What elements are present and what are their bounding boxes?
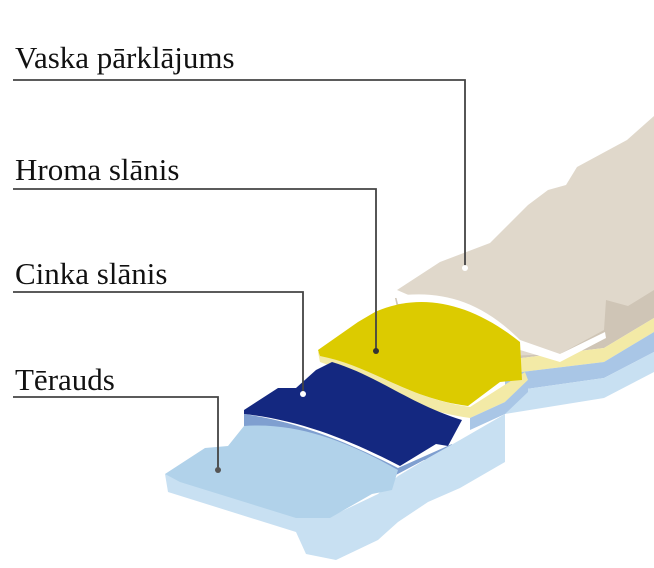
leader-steel [13,396,219,468]
wax-front-rim [396,294,606,362]
dot-chrome [373,348,379,354]
steel-layer-side [165,414,505,560]
label-steel: Tērauds [15,362,115,397]
dot-steel [215,467,221,473]
leader-wax [13,79,466,266]
steel-layer [165,414,505,560]
dot-zinc [300,391,306,397]
zinc-layer-top [244,362,462,466]
leader-chrome [13,188,377,349]
wax-layer-top [397,116,654,356]
chrome-under-wax-edge [505,318,654,374]
label-zinc-layer: Cinka slānis [15,256,167,291]
steel-under-wax-edge [505,352,654,414]
label-wax-coating: Vaska pārklājums [15,40,235,75]
chrome-under-zinc-edge [470,380,528,430]
zinc-under-wax-edge [505,332,654,392]
chrome-layer-top [318,302,522,406]
steel-layer-top [165,425,398,518]
label-chrome-layer: Hroma slānis [15,152,179,187]
dot-wax [462,265,468,271]
wax-layer [395,116,654,414]
leader-zinc [13,291,304,392]
